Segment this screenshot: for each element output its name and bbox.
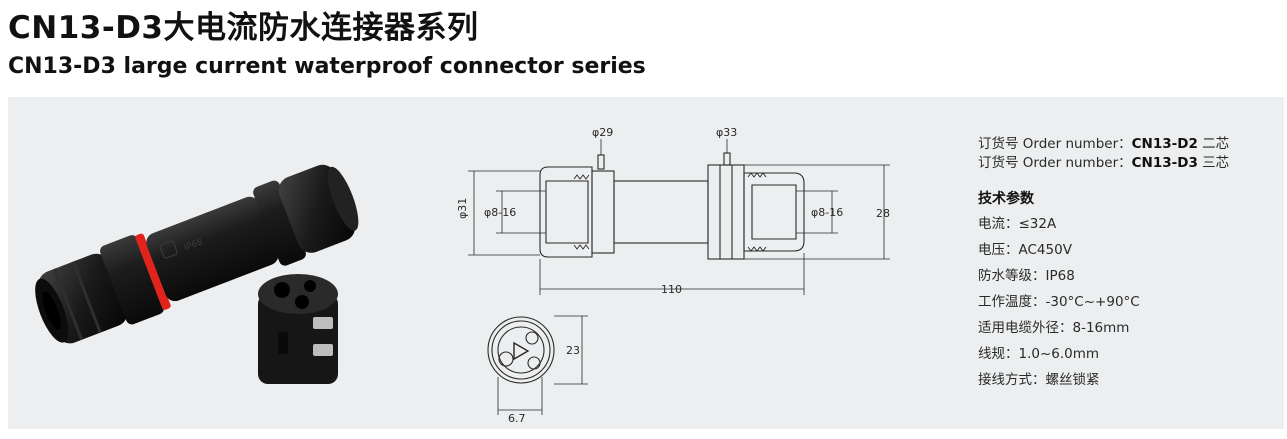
product-panel: IP68	[8, 97, 1284, 429]
spec-connection-method: 接线方式：螺丝锁紧	[978, 372, 1100, 388]
spec-heading: 技术参数	[978, 191, 1034, 207]
order-number-d3: 订货号 Order number：CN13-D3 三芯	[978, 155, 1230, 171]
connector-image: IP68	[35, 164, 359, 344]
spec-cable-diameter: 适用电缆外径：8-16mm	[978, 320, 1130, 336]
dim-label-phi31: φ31	[456, 198, 469, 219]
dim-label-phi33: φ33	[716, 126, 737, 139]
spec-voltage: 电压：AC450V	[978, 242, 1072, 258]
dim-label-cable-left: φ8-16	[484, 206, 516, 219]
spec-wire-gauge: 线规：1.0~6.0mm	[978, 346, 1100, 362]
dim-label-28: 28	[876, 207, 890, 220]
dim-label-cable-right: φ8-16	[811, 206, 843, 219]
page-title-en: CN13-D3 large current waterproof connect…	[8, 54, 646, 79]
dim-label-phi29: φ29	[592, 126, 613, 139]
product-photo: IP68	[35, 164, 359, 384]
spec-current: 电流：≤32A	[978, 216, 1057, 232]
dim-label-6-7: 6.7	[508, 412, 526, 425]
spec-ip-rating: 防水等级：IP68	[978, 268, 1075, 284]
side-view-drawing	[539, 152, 805, 260]
dimension-lines	[468, 139, 890, 295]
terminal-block-image	[258, 274, 338, 384]
end-view-drawing	[487, 315, 588, 415]
technical-drawings: φ29 φ33 φ31 φ8-16 φ8-16 28 110 23 6.7	[456, 126, 890, 425]
spec-temperature: 工作温度：-30°C~+90°C	[978, 294, 1140, 310]
order-number-d2: 订货号 Order number：CN13-D2 二芯	[978, 136, 1230, 152]
specifications: 订货号 Order number：CN13-D2 二芯 订货号 Order nu…	[978, 135, 1278, 393]
dim-label-23: 23	[566, 344, 580, 357]
dim-label-110: 110	[661, 283, 682, 296]
page-title-cn: CN13-D3大电流防水连接器系列	[8, 10, 479, 46]
